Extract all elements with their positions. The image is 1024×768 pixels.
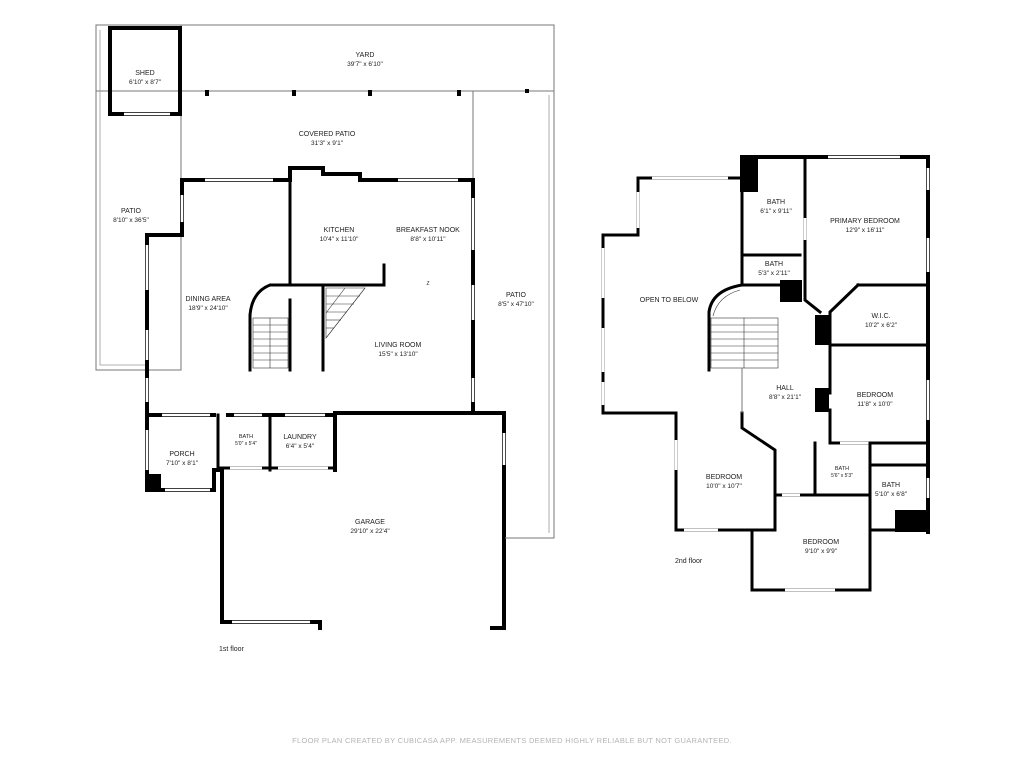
post: [525, 89, 529, 93]
second-floor-labels: BATH 6'1" x 9'11" PRIMARY BEDROOM 12'9" …: [640, 199, 908, 565]
open-to-below-walls: [601, 176, 744, 415]
interior-walls: [288, 178, 386, 287]
room-dim-bath-d: 5'10" x 6'8": [875, 491, 908, 498]
room-dim-bath-1st: 5'0" x 5'4": [235, 441, 257, 447]
room-dim-primary-bedroom: 12'9" x 16'11": [846, 227, 885, 234]
bedroom-right-walls: [828, 343, 930, 445]
room-dim-bath-c: 5'6" x 5'3": [831, 473, 853, 479]
room-label-bath-a: BATH: [767, 199, 785, 206]
wic-walls: [828, 282, 930, 347]
room-dim-hall: 8'8" x 21'1": [769, 394, 802, 401]
post: [368, 90, 372, 96]
first-floor-plan: [95, 24, 555, 630]
room-label-bath-d: BATH: [882, 482, 900, 489]
first-floor-labels: YARD 39'7" x 6'10" SHED 6'10" x 8'7" COV…: [113, 52, 534, 653]
room-label-bath-b: BATH: [765, 261, 783, 268]
room-dim-patio-right: 8'5" x 47'10": [498, 301, 534, 308]
room-dim-kitchen: 10'4" x 11'10": [320, 236, 359, 243]
room-label-kitchen: KITCHEN: [324, 227, 355, 234]
wall-block: [780, 280, 802, 302]
post: [292, 90, 296, 96]
stair-marker: Z: [426, 281, 429, 287]
post: [457, 90, 461, 96]
stair-curve-wall: [248, 283, 292, 372]
disclaimer-footer: FLOOR PLAN CREATED BY CUBICASA APP. MEAS…: [292, 736, 732, 745]
room-dim-covered-patio: 31'3" x 9'1": [311, 140, 344, 147]
room-dim-bedroom-left: 10'0" x 10'7": [706, 483, 742, 490]
room-dim-bedroom-bottom: 9'10" x 9'9": [805, 548, 838, 555]
room-dim-living-room: 15'5" x 13'10": [378, 351, 418, 358]
porch-column: [145, 474, 161, 492]
room-label-laundry: LAUNDRY: [283, 434, 317, 441]
room-dim-garage: 29'10" x 22'4": [350, 528, 390, 535]
room-dim-bedroom-right: 11'8" x 10'0": [857, 401, 893, 408]
room-label-garage: GARAGE: [355, 519, 385, 526]
room-label-bath-c: BATH: [835, 466, 849, 472]
house-top-walls: [180, 166, 475, 415]
wall-block: [815, 315, 829, 345]
house-exterior-walls: [145, 178, 506, 630]
post: [205, 90, 209, 96]
bedroom-left-walls: [674, 411, 777, 532]
room-label-covered-patio: COVERED PATIO: [299, 131, 356, 138]
patio-left-inner: [99, 30, 147, 366]
wall-block: [740, 156, 758, 192]
room-label-wic: W.I.C.: [871, 313, 890, 320]
room-label-shed: SHED: [135, 70, 154, 77]
room-dim-laundry: 6'4" x 5'4": [286, 443, 315, 450]
room-dim-dining-area: 18'9" x 24'10": [188, 305, 228, 312]
second-floor-plan: [601, 155, 930, 592]
room-label-living-room: LIVING ROOM: [375, 342, 422, 349]
room-label-bedroom-left: BEDROOM: [706, 474, 742, 481]
room-dim-breakfast-nook: 8'8" x 10'11": [410, 236, 446, 243]
room-label-porch: PORCH: [169, 451, 194, 458]
stairs-1st: [252, 287, 366, 369]
room-dim-bath-a: 6'1" x 9'11": [760, 208, 792, 215]
room-label-yard: YARD: [356, 52, 375, 59]
room-dim-porch: 7'10" x 8'1": [166, 460, 199, 467]
room-dim-yard: 39'7" x 6'10": [347, 61, 383, 68]
room-label-hall: HALL: [776, 385, 794, 392]
floor-label-2nd: 2nd floor: [675, 558, 703, 565]
room-dim-bath-b: 5'3" x 2'11": [758, 270, 790, 277]
floor-label-1st: 1st floor: [219, 646, 245, 653]
room-label-bedroom-bottom: BEDROOM: [803, 539, 839, 546]
room-label-dining-area: DINING AREA: [185, 296, 230, 303]
stair-curve-wall-2nd: [707, 283, 744, 372]
wall-block: [895, 510, 928, 532]
room-label-primary-bedroom: PRIMARY BEDROOM: [830, 218, 900, 225]
room-label-patio-left: PATIO: [121, 208, 142, 215]
room-label-patio-right: PATIO: [506, 292, 527, 299]
patio-right-outline: [473, 90, 555, 539]
room-label-bath-1st: BATH: [239, 434, 253, 440]
room-label-bedroom-right: BEDROOM: [857, 392, 893, 399]
room-dim-wic: 10'2" x 6'2": [865, 322, 898, 329]
room-label-open-to-below: OPEN TO BELOW: [640, 297, 699, 304]
stairs-2nd: [710, 289, 779, 369]
yard-outline: [95, 24, 555, 92]
room-dim-shed: 6'10" x 8'7": [129, 79, 162, 86]
room-label-breakfast-nook: BREAKFAST NOOK: [396, 227, 460, 234]
wall-block: [815, 388, 829, 412]
room-dim-patio-left: 8'10" x 36'5": [113, 217, 149, 224]
